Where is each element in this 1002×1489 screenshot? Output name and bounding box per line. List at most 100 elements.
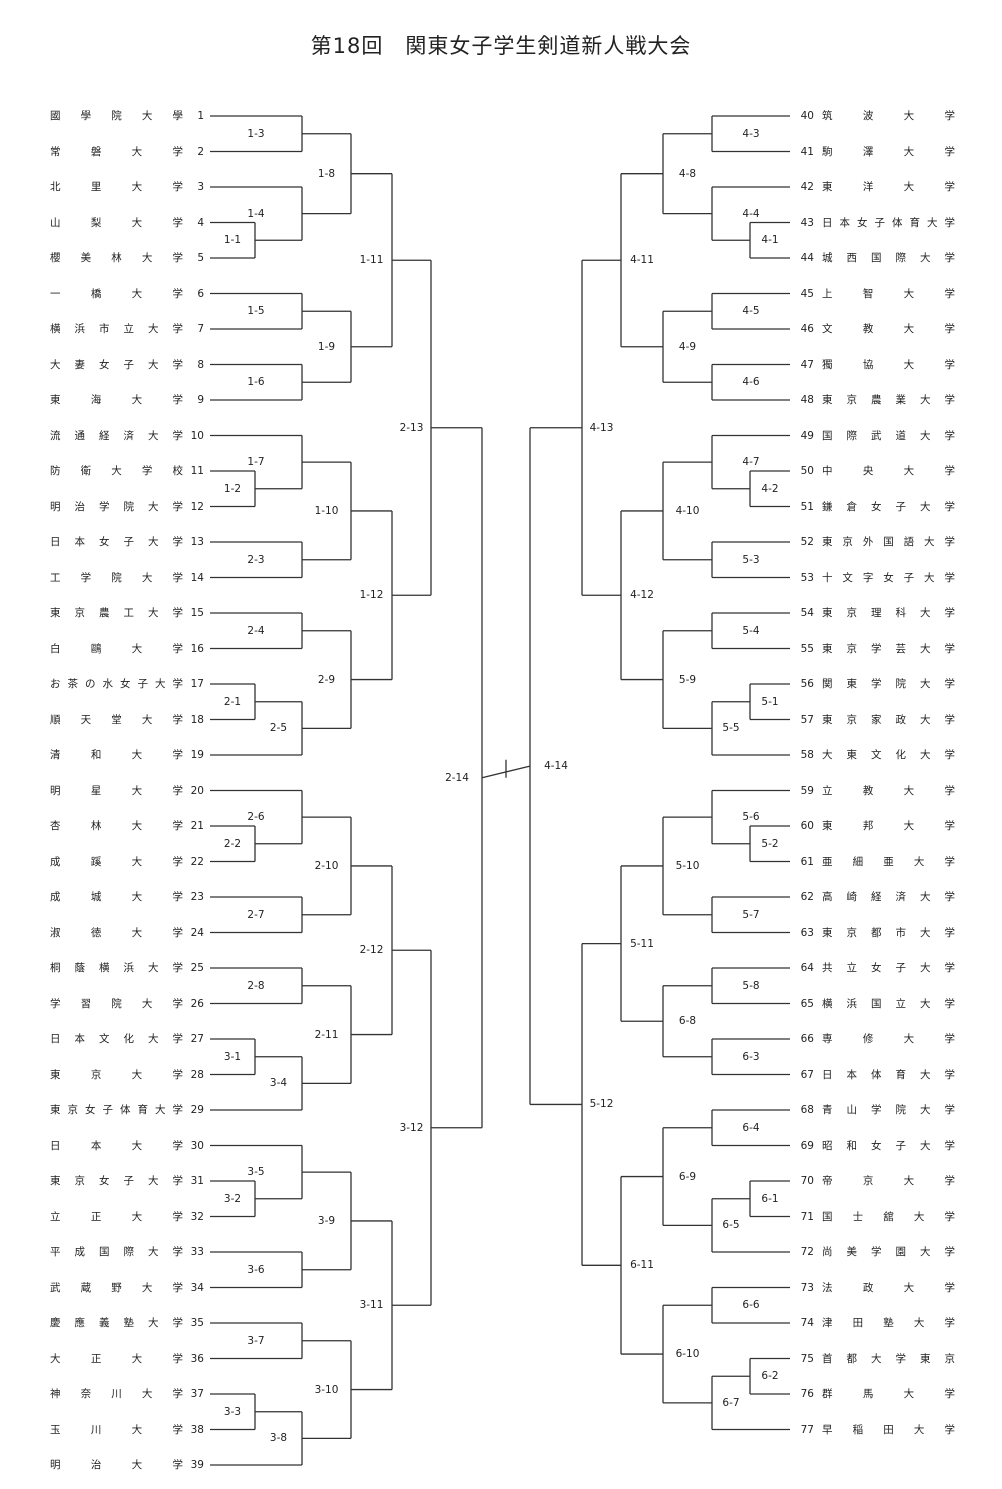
- team-name: 城西国際大学: [822, 252, 955, 264]
- team-number: 42: [800, 181, 814, 193]
- match-label: 2-14: [445, 771, 469, 784]
- team-name: 武蔵野大学: [50, 1281, 183, 1294]
- team-number: 75: [800, 1352, 814, 1365]
- team-number: 13: [190, 536, 204, 548]
- match-label: 1-7: [247, 456, 265, 469]
- match-label: 3-12: [399, 1121, 424, 1134]
- team-name: 亜細亜大学: [822, 855, 955, 868]
- team-number: 3: [197, 181, 204, 193]
- team-name: 防衛大学校: [50, 465, 183, 477]
- team-name: 首都大学東京: [822, 1352, 955, 1365]
- team-name: 津田塾大学: [822, 1317, 955, 1329]
- match-label: 2-9: [317, 673, 336, 686]
- team-name: 慶應義塾大学: [50, 1317, 183, 1329]
- team-name: 明治大学: [50, 1459, 183, 1471]
- match-label: 2-11: [314, 1028, 339, 1041]
- match-label: 6-11: [630, 1259, 654, 1272]
- match-label: 3-2: [223, 1192, 242, 1205]
- team-name: 十文字女子大学: [822, 571, 955, 584]
- team-name: 白鷗大学: [50, 642, 183, 655]
- match-label: 4-9: [678, 340, 697, 353]
- match-label: 2-3: [247, 553, 265, 566]
- team-number: 37: [190, 1388, 204, 1400]
- team-number: 62: [800, 891, 814, 903]
- team-number: 53: [800, 571, 814, 584]
- team-name: 玉川大学: [50, 1423, 183, 1436]
- team-number: 17: [190, 678, 204, 690]
- team-number: 28: [190, 1068, 204, 1081]
- team-name: 明治学院大学: [50, 500, 183, 513]
- team-number: 36: [190, 1352, 204, 1365]
- match-label: 2-12: [359, 944, 384, 957]
- match-label: 2-8: [247, 979, 265, 992]
- match-label: 3-9: [317, 1214, 336, 1227]
- team-name: 尚美学園大学: [822, 1246, 955, 1258]
- team-name: 東海大学: [50, 394, 183, 406]
- team-name: 群馬大学: [822, 1388, 955, 1400]
- team-number: 56: [800, 678, 814, 690]
- match-label: 1-4: [247, 207, 265, 220]
- team-name: 東京家政大学: [822, 713, 955, 726]
- match-label: 6-10: [675, 1348, 700, 1361]
- team-number: 66: [800, 1033, 814, 1045]
- match-label: 6-5: [722, 1219, 740, 1232]
- team-name: 平成国際大学: [50, 1246, 183, 1258]
- match-label: 2-4: [247, 624, 265, 637]
- team-name: 学習院大学: [50, 997, 183, 1010]
- team-number: 9: [197, 394, 204, 406]
- team-name: 東京農工大学: [50, 607, 183, 619]
- match-label: 2-13: [399, 421, 424, 434]
- team-number: 32: [190, 1210, 204, 1223]
- match-label: 5-11: [630, 937, 654, 950]
- team-name: 文教大学: [822, 323, 955, 335]
- team-number: 63: [800, 926, 814, 939]
- match-label: 5-10: [675, 859, 700, 872]
- team-name: 立正大学: [50, 1210, 183, 1223]
- match-label: 5-8: [742, 979, 760, 992]
- match-label: 5-7: [742, 908, 760, 921]
- team-number: 29: [190, 1104, 204, 1116]
- match-label: 5-1: [761, 695, 779, 708]
- match-label: 1-8: [317, 167, 336, 180]
- team-name: 日本大学: [50, 1139, 183, 1152]
- team-name: 日本文化大学: [50, 1033, 183, 1045]
- team-name: 高崎経済大学: [822, 891, 955, 903]
- team-number: 2: [197, 145, 204, 158]
- team-number: 38: [190, 1423, 204, 1436]
- team-number: 70: [800, 1175, 814, 1187]
- team-name: 一橋大学: [50, 287, 183, 300]
- match-label: 3-1: [223, 1050, 242, 1063]
- match-label: 4-5: [742, 305, 760, 318]
- match-label: 1-10: [314, 504, 339, 517]
- team-number: 4: [197, 216, 204, 229]
- match-label: 5-4: [742, 624, 760, 637]
- match-label: 4-6: [742, 376, 760, 389]
- team-number: 71: [800, 1210, 814, 1223]
- match-label: 5-3: [742, 553, 760, 566]
- team-number: 25: [190, 962, 204, 974]
- match-label: 1-3: [247, 127, 265, 140]
- team-number: 68: [800, 1104, 814, 1116]
- team-name: 順天堂大学: [50, 713, 183, 726]
- team-number: 35: [190, 1317, 204, 1329]
- team-name: 國學院大學: [50, 110, 183, 122]
- team-number: 65: [800, 997, 814, 1010]
- team-number: 55: [800, 642, 814, 655]
- team-name: 国士舘大学: [822, 1210, 955, 1223]
- team-name: 桐蔭横浜大学: [50, 962, 183, 974]
- match-label: 1-1: [223, 234, 242, 247]
- team-name: 工学院大学: [50, 571, 183, 584]
- team-name: 大正大学: [50, 1352, 183, 1365]
- team-name: 東京都市大学: [822, 926, 955, 939]
- match-label: 3-3: [223, 1405, 242, 1418]
- team-name: 日本女子大学: [50, 536, 183, 548]
- team-number: 18: [190, 713, 204, 726]
- team-number: 76: [800, 1388, 814, 1400]
- team-number: 12: [190, 500, 204, 513]
- match-label: 6-7: [722, 1396, 740, 1409]
- team-number: 16: [190, 642, 204, 655]
- team-name: 成城大学: [50, 891, 183, 903]
- team-name: 杏林大学: [50, 820, 183, 832]
- team-name: 淑徳大学: [50, 926, 183, 939]
